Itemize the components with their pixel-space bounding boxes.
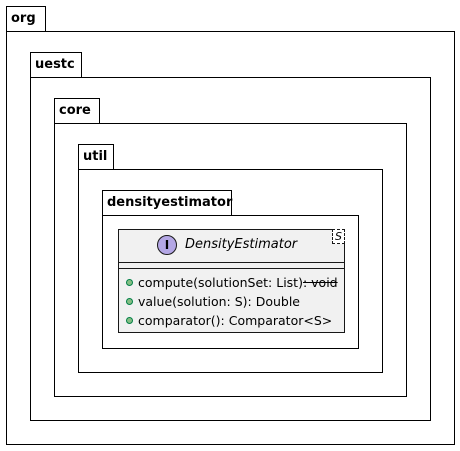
class-header: I DensityEstimator	[119, 230, 344, 260]
package-label-uestc: uestc	[35, 57, 75, 72]
public-visibility-icon	[126, 298, 133, 305]
package-tab-core: core	[54, 98, 100, 124]
package-label-densityestimator: densityestimator	[107, 195, 233, 210]
package-label-org: org	[11, 11, 36, 26]
interface-density-estimator[interactable]: I DensityEstimator S compute(solutionSet…	[118, 229, 345, 333]
attribute-separator	[119, 262, 344, 263]
method-signature: value(solution: S): Double	[138, 294, 300, 309]
package-label-util: util	[83, 149, 108, 164]
package-tab-util: util	[78, 144, 114, 170]
package-label-core: core	[59, 103, 91, 118]
method-signature: comparator(): Comparator<S>	[138, 313, 333, 328]
package-tab-org: org	[6, 6, 46, 32]
public-visibility-icon	[126, 279, 133, 286]
method-signature: compute(solutionSet: List)	[138, 275, 303, 290]
package-tab-uestc: uestc	[30, 52, 82, 78]
method-value: value(solution: S): Double	[126, 294, 300, 310]
method-separator	[119, 268, 344, 269]
public-visibility-icon	[126, 317, 133, 324]
interface-icon: I	[157, 235, 177, 255]
method-compute: compute(solutionSet: List): void	[126, 275, 338, 291]
class-name: DensityEstimator	[185, 237, 298, 252]
package-tab-densityestimator: densityestimator	[102, 190, 232, 216]
method-return-type-struck: : void	[302, 275, 338, 290]
method-comparator: comparator(): Comparator<S>	[126, 313, 332, 329]
type-parameter: S	[332, 229, 345, 244]
